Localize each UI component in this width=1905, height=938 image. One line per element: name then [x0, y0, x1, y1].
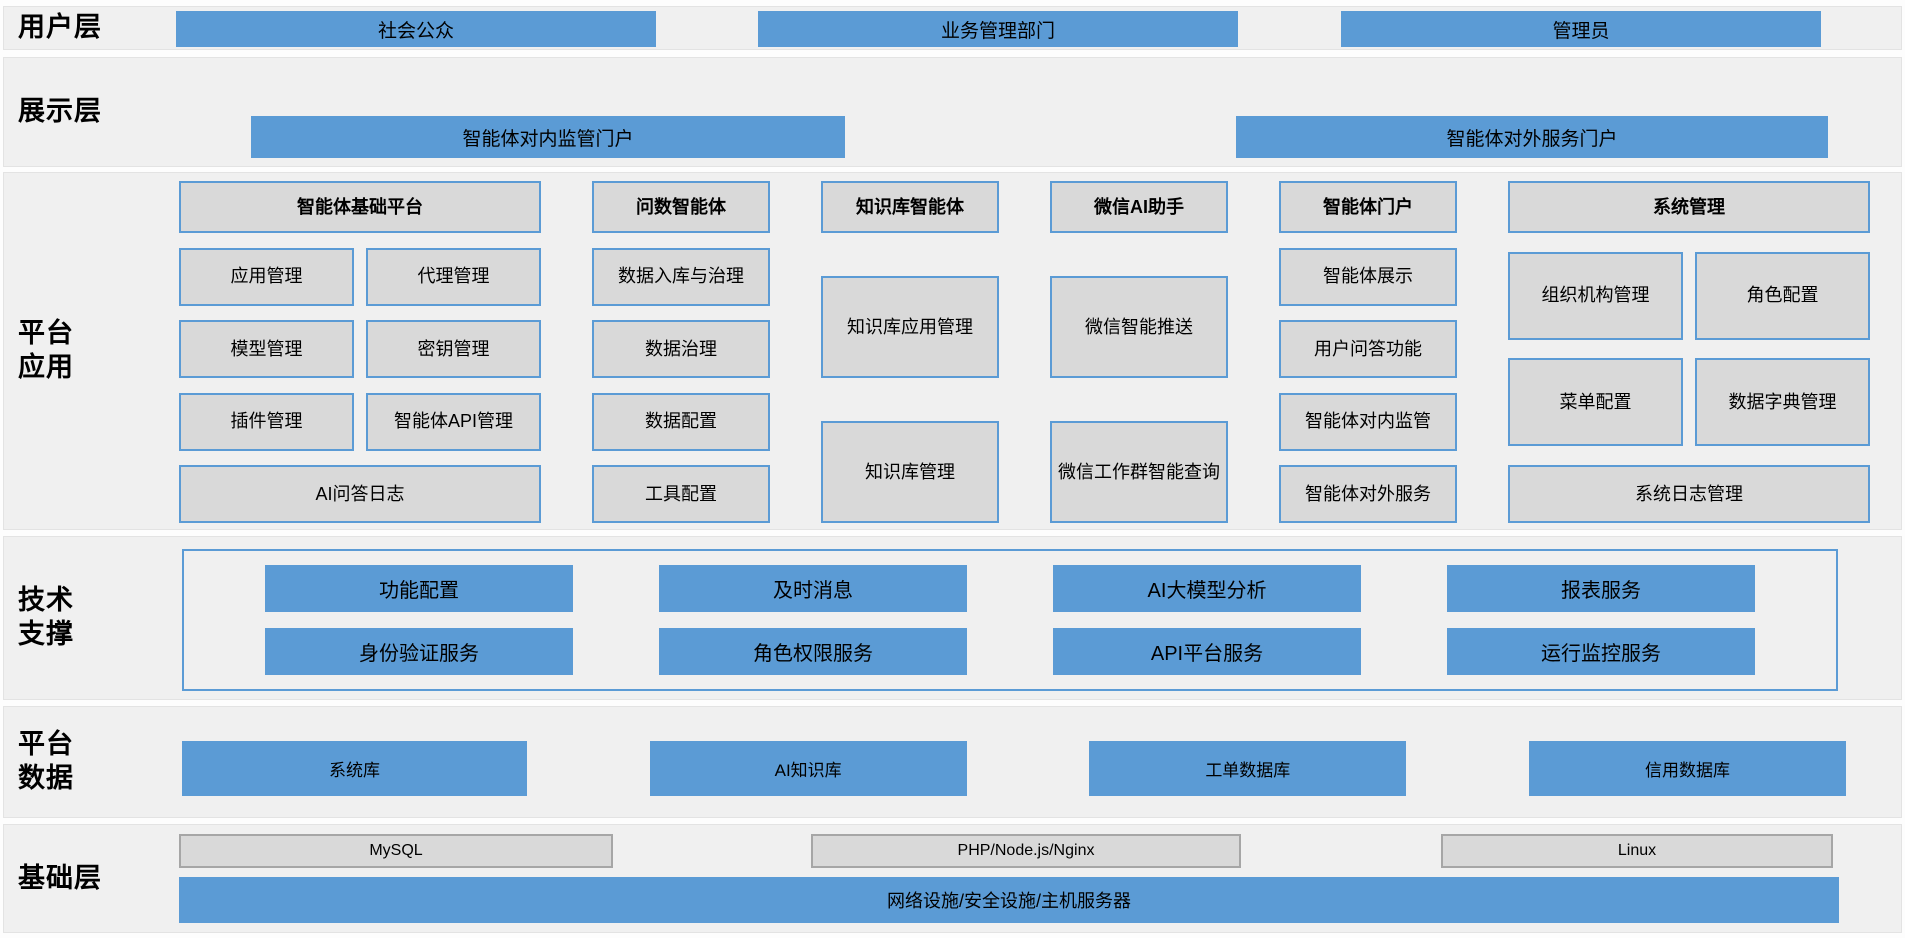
- database-box: 系统库: [182, 741, 527, 796]
- layer-platform-data-label: 平台 数据: [18, 707, 168, 817]
- layer-user-label: 用户层: [18, 7, 168, 49]
- base-tech-box: MySQL: [179, 834, 613, 868]
- database-box: 工单数据库: [1089, 741, 1407, 796]
- platform-data-boxes: 系统库 AI知识库 工单数据库 信用数据库: [182, 741, 1846, 796]
- layer-tech-support: 技术 支撑 功能配置 及时消息 AI大模型分析 报表服务 身份验证服务 角色权限…: [3, 536, 1902, 700]
- tech-service-box: AI大模型分析: [1053, 565, 1361, 612]
- layer-label-text: 基础层: [18, 862, 102, 893]
- layer-platform-app: 平台 应用 智能体基础平台 应用管理 代理管理 模型管理 密钥管理 插件管理 智…: [3, 172, 1902, 530]
- module-box: 数据字典管理: [1695, 358, 1870, 447]
- base-tech-box: Linux: [1441, 834, 1833, 868]
- layer-label-line1: 平台: [18, 318, 74, 349]
- platform-app-columns: 智能体基础平台 应用管理 代理管理 模型管理 密钥管理 插件管理 智能体API管…: [179, 181, 1870, 523]
- display-portal-internal: 智能体对内监管门户: [251, 116, 845, 158]
- module-box: 数据配置: [592, 392, 770, 451]
- tech-service-box: 报表服务: [1447, 565, 1755, 612]
- layer-label-line2: 应用: [18, 352, 74, 382]
- layer-tech-support-label: 技术 支撑: [18, 537, 168, 699]
- module-box: 模型管理: [179, 320, 354, 378]
- module-box: 微信工作群智能查询: [1050, 421, 1228, 523]
- layer-label-text: 用户层: [18, 12, 102, 43]
- user-item-admin: 管理员: [1341, 11, 1821, 47]
- layer-platform-app-label: 平台 应用: [18, 173, 168, 529]
- column-header: 智能体门户: [1279, 181, 1457, 233]
- column-knowledge-base-agent: 知识库智能体 知识库应用管理 知识库管理: [821, 181, 999, 523]
- module-box: 密钥管理: [366, 320, 541, 378]
- column-agent-base-platform: 智能体基础平台 应用管理 代理管理 模型管理 密钥管理 插件管理 智能体API管…: [179, 181, 541, 523]
- column-header: 微信AI助手: [1050, 181, 1228, 233]
- module-box: 数据入库与治理: [592, 247, 770, 306]
- infrastructure-bar: 网络设施/安全设施/主机服务器: [179, 877, 1839, 923]
- column-header: 智能体基础平台: [179, 181, 541, 233]
- column-system-management: 系统管理 组织机构管理 角色配置 菜单配置 数据字典管理 系统日志管理: [1508, 181, 1870, 523]
- module-box: 菜单配置: [1508, 358, 1683, 447]
- module-box: 用户问答功能: [1279, 320, 1457, 378]
- module-box: 数据治理: [592, 320, 770, 378]
- tech-service-box: 及时消息: [659, 565, 967, 612]
- layer-label-line1: 平台: [18, 729, 74, 760]
- module-box: 智能体对外服务: [1279, 465, 1457, 523]
- layer-user: 用户层 社会公众 业务管理部门 管理员: [3, 6, 1902, 50]
- column-header: 系统管理: [1508, 181, 1870, 233]
- module-box: 插件管理: [179, 392, 354, 451]
- layer-base-label: 基础层: [18, 825, 168, 932]
- display-portal-external: 智能体对外服务门户: [1236, 116, 1828, 158]
- module-box: 智能体展示: [1279, 247, 1457, 306]
- module-box: 微信智能推送: [1050, 276, 1228, 378]
- layer-display: 展示层 智能体对内监管门户 智能体对外服务门户: [3, 57, 1902, 167]
- tech-service-box: 身份验证服务: [265, 628, 573, 675]
- tech-service-box: API平台服务: [1053, 628, 1361, 675]
- user-item-public: 社会公众: [176, 11, 656, 47]
- column-data-qa-agent: 问数智能体 数据入库与治理 数据治理 数据配置 工具配置: [592, 181, 770, 523]
- tech-service-box: 运行监控服务: [1447, 628, 1755, 675]
- tech-service-box: 角色权限服务: [659, 628, 967, 675]
- database-box: 信用数据库: [1528, 741, 1846, 796]
- module-box: 知识库应用管理: [821, 276, 999, 378]
- module-box: AI问答日志: [179, 465, 541, 523]
- user-item-business-dept: 业务管理部门: [758, 11, 1238, 47]
- module-box: 代理管理: [366, 247, 541, 306]
- layer-label-line2: 数据: [18, 763, 74, 793]
- column-header: 知识库智能体: [821, 181, 999, 233]
- column-header: 问数智能体: [592, 181, 770, 233]
- module-box: 系统日志管理: [1508, 464, 1870, 523]
- module-box: 组织机构管理: [1508, 251, 1683, 340]
- module-box: 应用管理: [179, 247, 354, 306]
- layer-display-label: 展示层: [18, 58, 168, 166]
- layer-platform-data: 平台 数据 系统库 AI知识库 工单数据库 信用数据库: [3, 706, 1902, 818]
- layer-label-line1: 技术: [18, 585, 74, 616]
- layer-base: 基础层 MySQL PHP/Node.js/Nginx Linux 网络设施/安…: [3, 824, 1902, 933]
- module-box: 角色配置: [1695, 251, 1870, 340]
- column-wechat-ai-assistant: 微信AI助手 微信智能推送 微信工作群智能查询: [1050, 181, 1228, 523]
- layer-label-line2: 支撑: [18, 619, 74, 649]
- module-box: 知识库管理: [821, 421, 999, 523]
- tech-service-box: 功能配置: [265, 565, 573, 612]
- tech-support-frame: 功能配置 及时消息 AI大模型分析 报表服务 身份验证服务 角色权限服务 API…: [182, 549, 1838, 691]
- module-box: 智能体API管理: [366, 392, 541, 451]
- database-box: AI知识库: [649, 741, 967, 796]
- layer-label-text: 展示层: [18, 96, 102, 127]
- column-agent-portal: 智能体门户 智能体展示 用户问答功能 智能体对内监管 智能体对外服务: [1279, 181, 1457, 523]
- base-tech-box: PHP/Node.js/Nginx: [811, 834, 1241, 868]
- module-box: 工具配置: [592, 465, 770, 523]
- module-box: 智能体对内监管: [1279, 392, 1457, 451]
